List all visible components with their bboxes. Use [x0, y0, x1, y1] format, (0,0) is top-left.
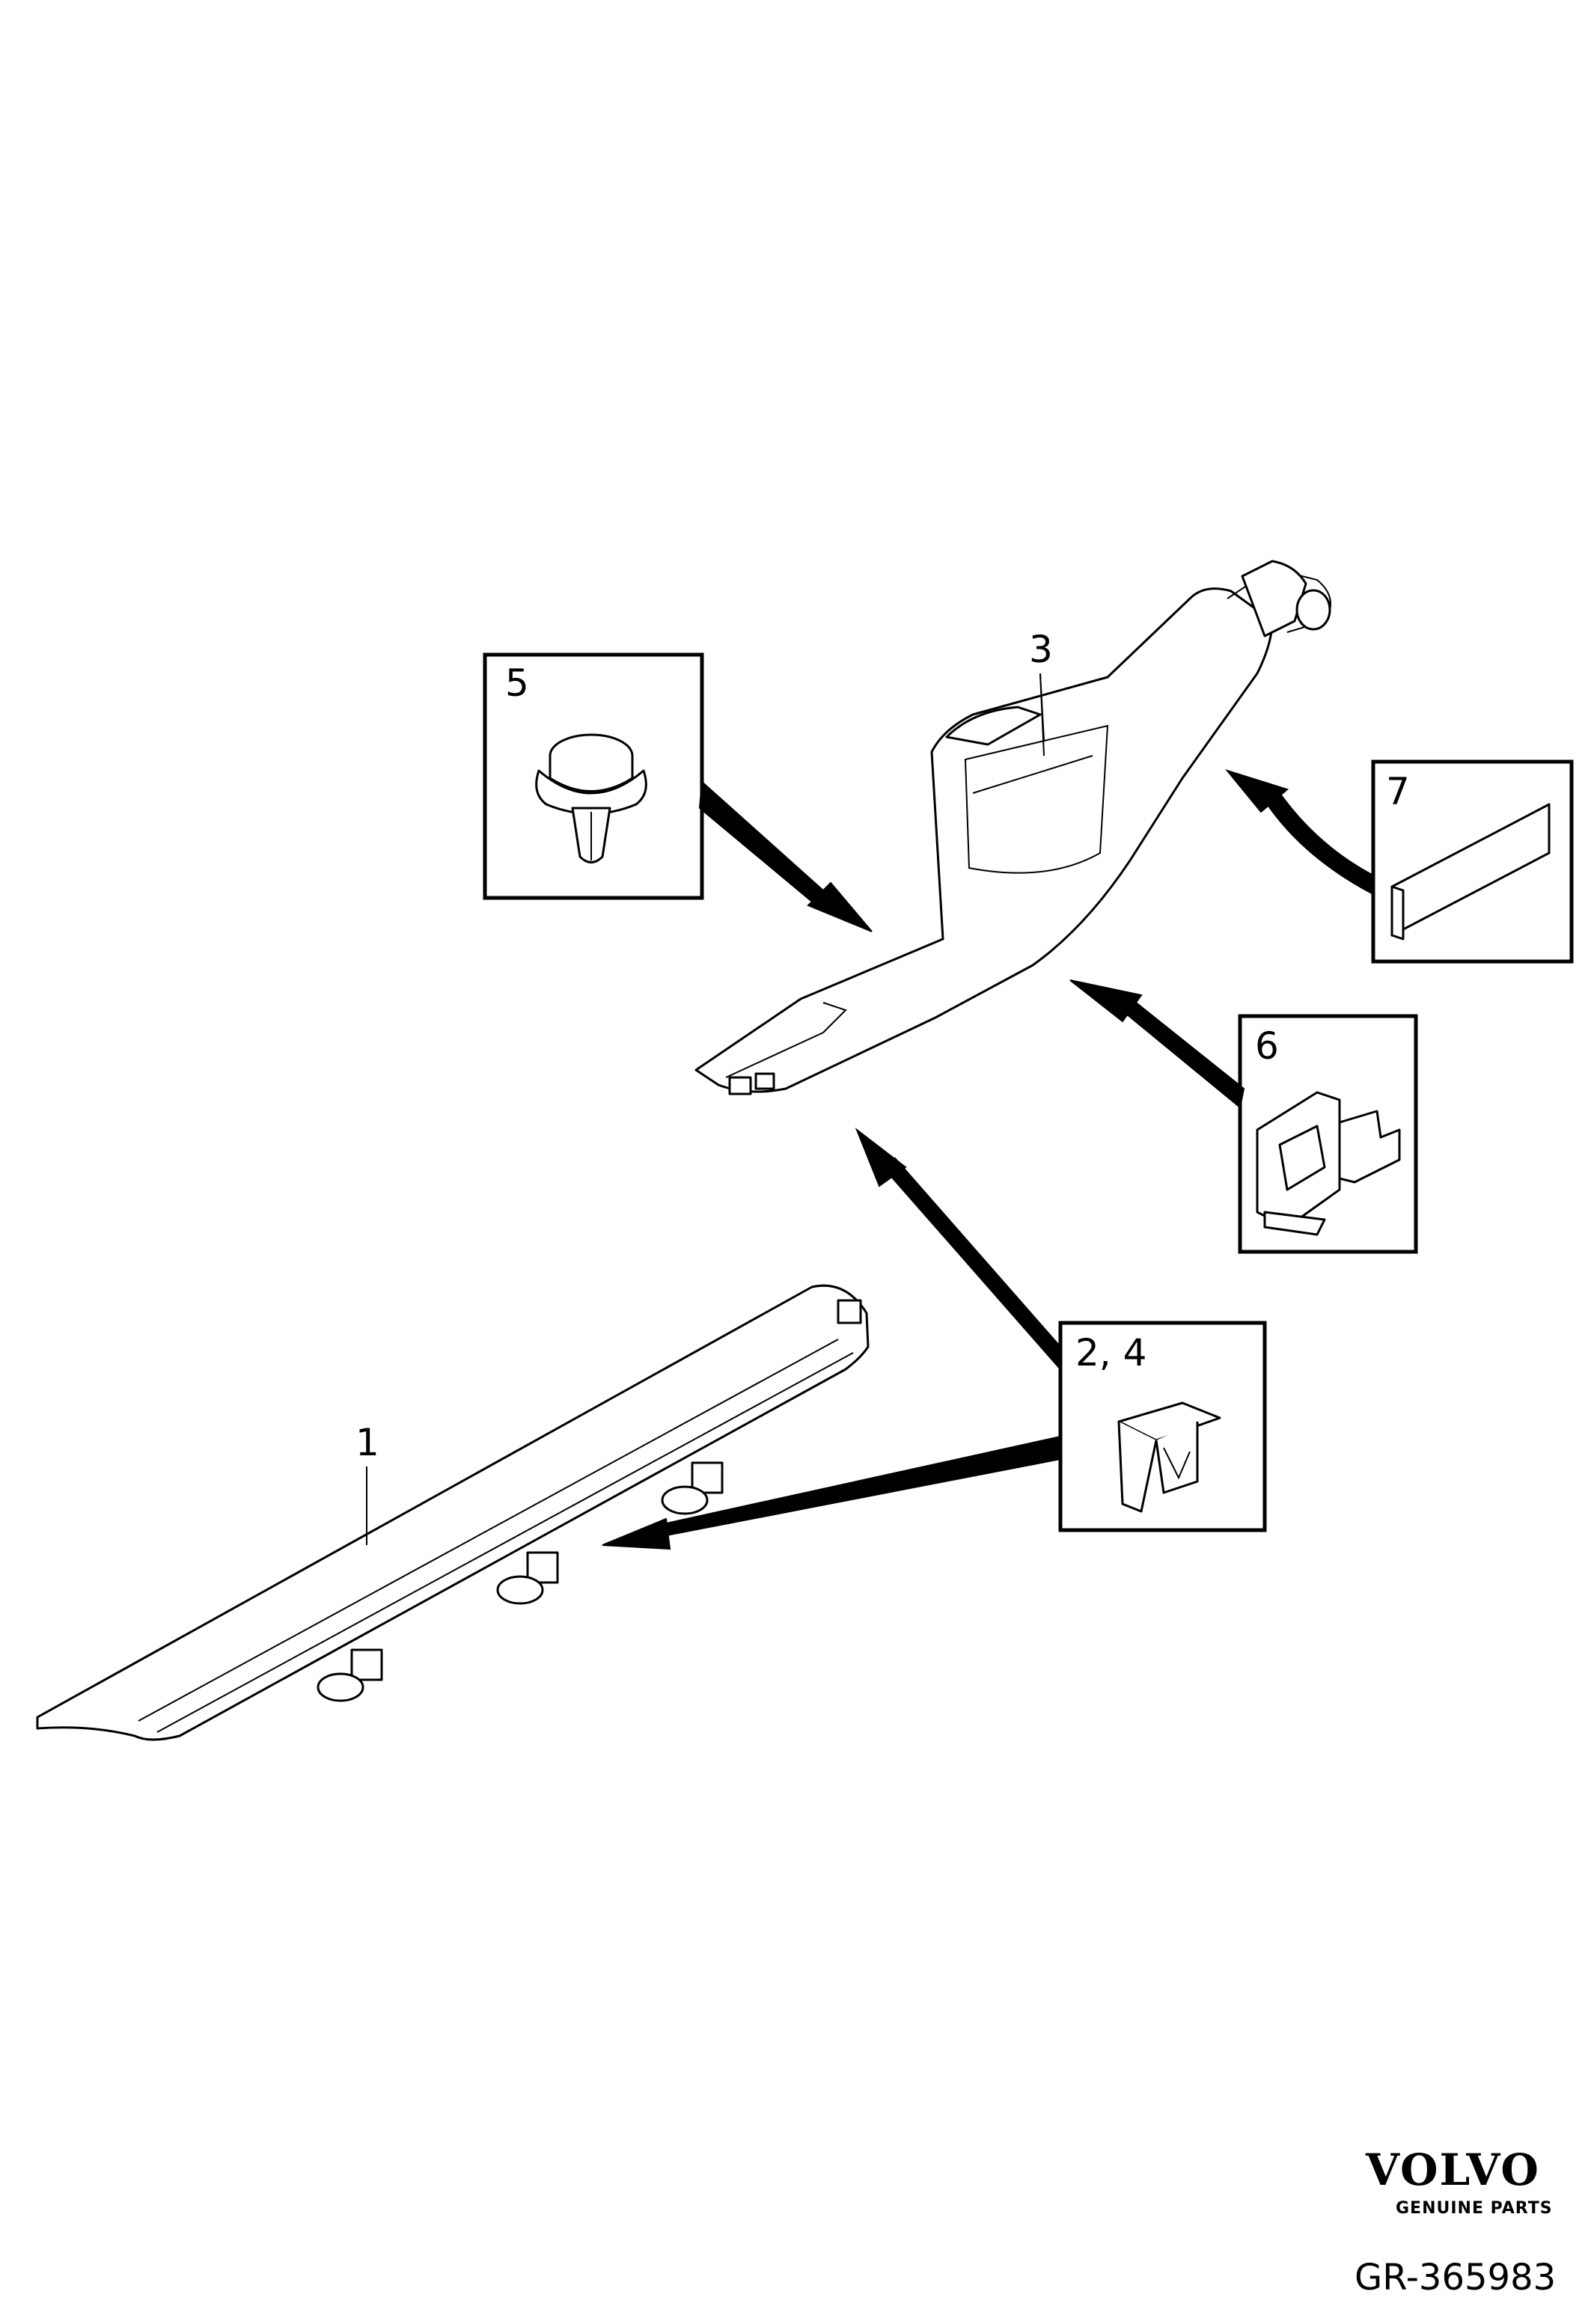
arrow-6 [1069, 979, 1245, 1109]
callout-label-2-4: 2, 4 [1075, 1331, 1146, 1374]
volvo-logo: VOLVO GENUINE PARTS [1365, 2144, 1553, 2218]
drawing-code: GR-365983 [1355, 2257, 1556, 2299]
leader-line-3 [1039, 673, 1045, 756]
arrow-2-4-upper [855, 1127, 1061, 1372]
brand-name: VOLVO [1365, 2144, 1540, 2195]
callout-label-1: 1 [355, 1421, 379, 1464]
part-1-sill-trim [36, 1284, 870, 1741]
callout-label-5: 5 [505, 661, 529, 705]
callout-box-2-4 [1058, 1321, 1267, 1532]
arrow-7 [1225, 769, 1374, 896]
arrow-5 [698, 780, 873, 932]
callout-label-3: 3 [1029, 628, 1053, 671]
callout-label-7: 7 [1386, 770, 1410, 813]
callout-label-6: 6 [1255, 1024, 1279, 1068]
brand-tagline: GENUINE PARTS [1396, 2199, 1553, 2218]
arrow-2-4-lower [602, 1435, 1061, 1550]
callout-box-6 [1238, 1014, 1418, 1254]
callout-box-5 [483, 652, 704, 900]
callout-box-7 [1371, 759, 1574, 964]
part-3-pillar-trim [694, 560, 1331, 1095]
